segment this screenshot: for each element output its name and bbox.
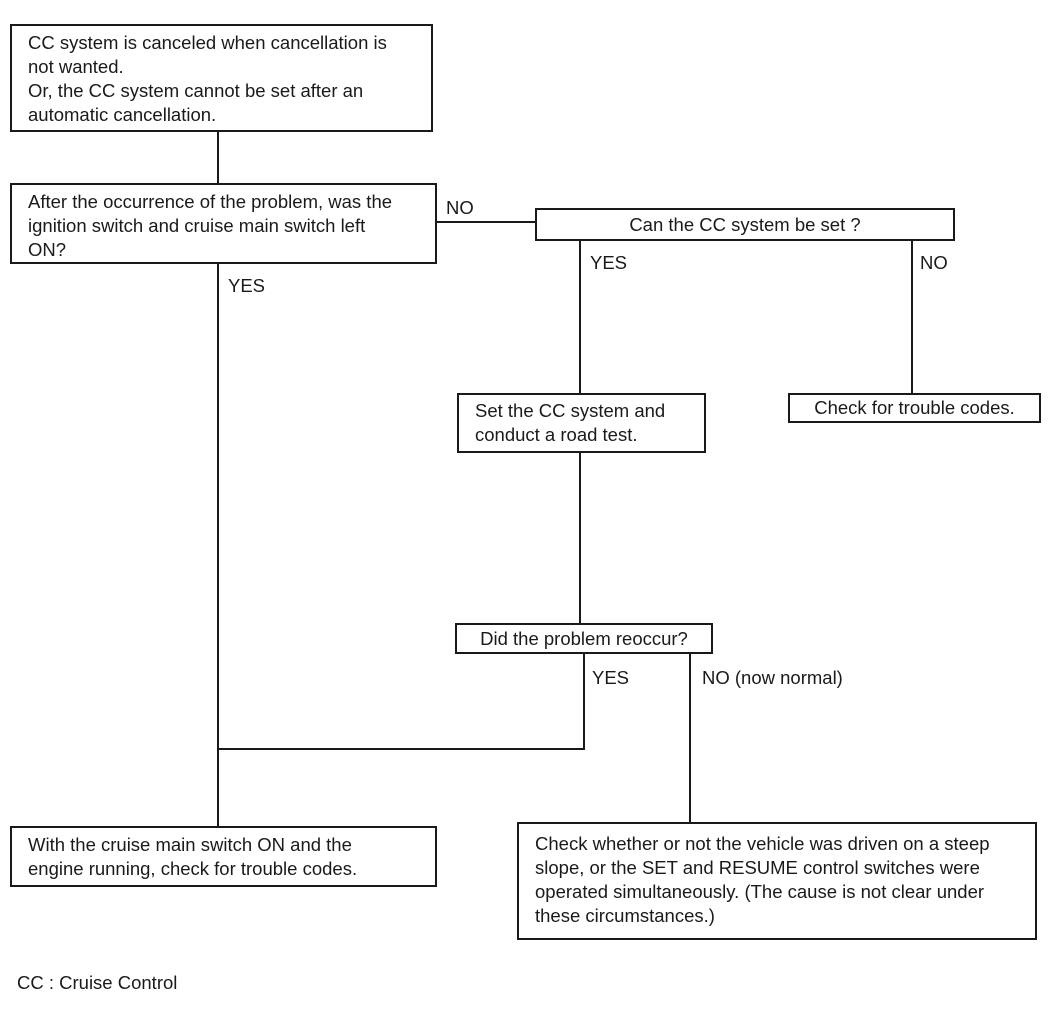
connector-ignition-no-to-can-set bbox=[437, 221, 535, 223]
edge-label-reoccur-yes: YES bbox=[592, 667, 630, 688]
node-symptom: CC system is canceled when cancellation … bbox=[10, 24, 433, 132]
node-result-steep-slope: Check whether or not the vehicle was dri… bbox=[517, 822, 1037, 940]
connector-can-set-yes-to-road-test bbox=[579, 240, 581, 395]
node-action-check-codes: Check for trouble codes. bbox=[788, 393, 1041, 423]
node-result-engine-check-codes: With the cruise main switch ON and the e… bbox=[10, 826, 437, 887]
connector-reoccur-yes-to-main bbox=[217, 748, 585, 750]
connector-road-test-to-reoccur bbox=[579, 452, 581, 625]
edge-label-can-set-yes: YES bbox=[590, 252, 628, 273]
node-action-road-test: Set the CC system and conduct a road tes… bbox=[457, 393, 706, 453]
connector-ignition-yes-main bbox=[217, 263, 219, 828]
node-question-reoccur: Did the problem reoccur? bbox=[455, 623, 713, 654]
connector-reoccur-yes-down bbox=[583, 653, 585, 750]
legend-cc-definition: CC : Cruise Control bbox=[17, 972, 178, 993]
connector-symptom-to-ignition bbox=[217, 131, 219, 185]
connector-reoccur-no-to-steep-slope bbox=[689, 653, 691, 824]
edge-label-can-set-no: NO bbox=[920, 252, 948, 273]
edge-label-ignition-no: NO bbox=[446, 197, 474, 218]
edge-label-ignition-yes: YES bbox=[228, 275, 266, 296]
node-question-can-set: Can the CC system be set ? bbox=[535, 208, 955, 241]
connector-can-set-no-to-check-codes bbox=[911, 240, 913, 395]
edge-label-reoccur-no: NO (now normal) bbox=[702, 667, 843, 688]
node-question-ignition: After the occurrence of the problem, was… bbox=[10, 183, 437, 264]
